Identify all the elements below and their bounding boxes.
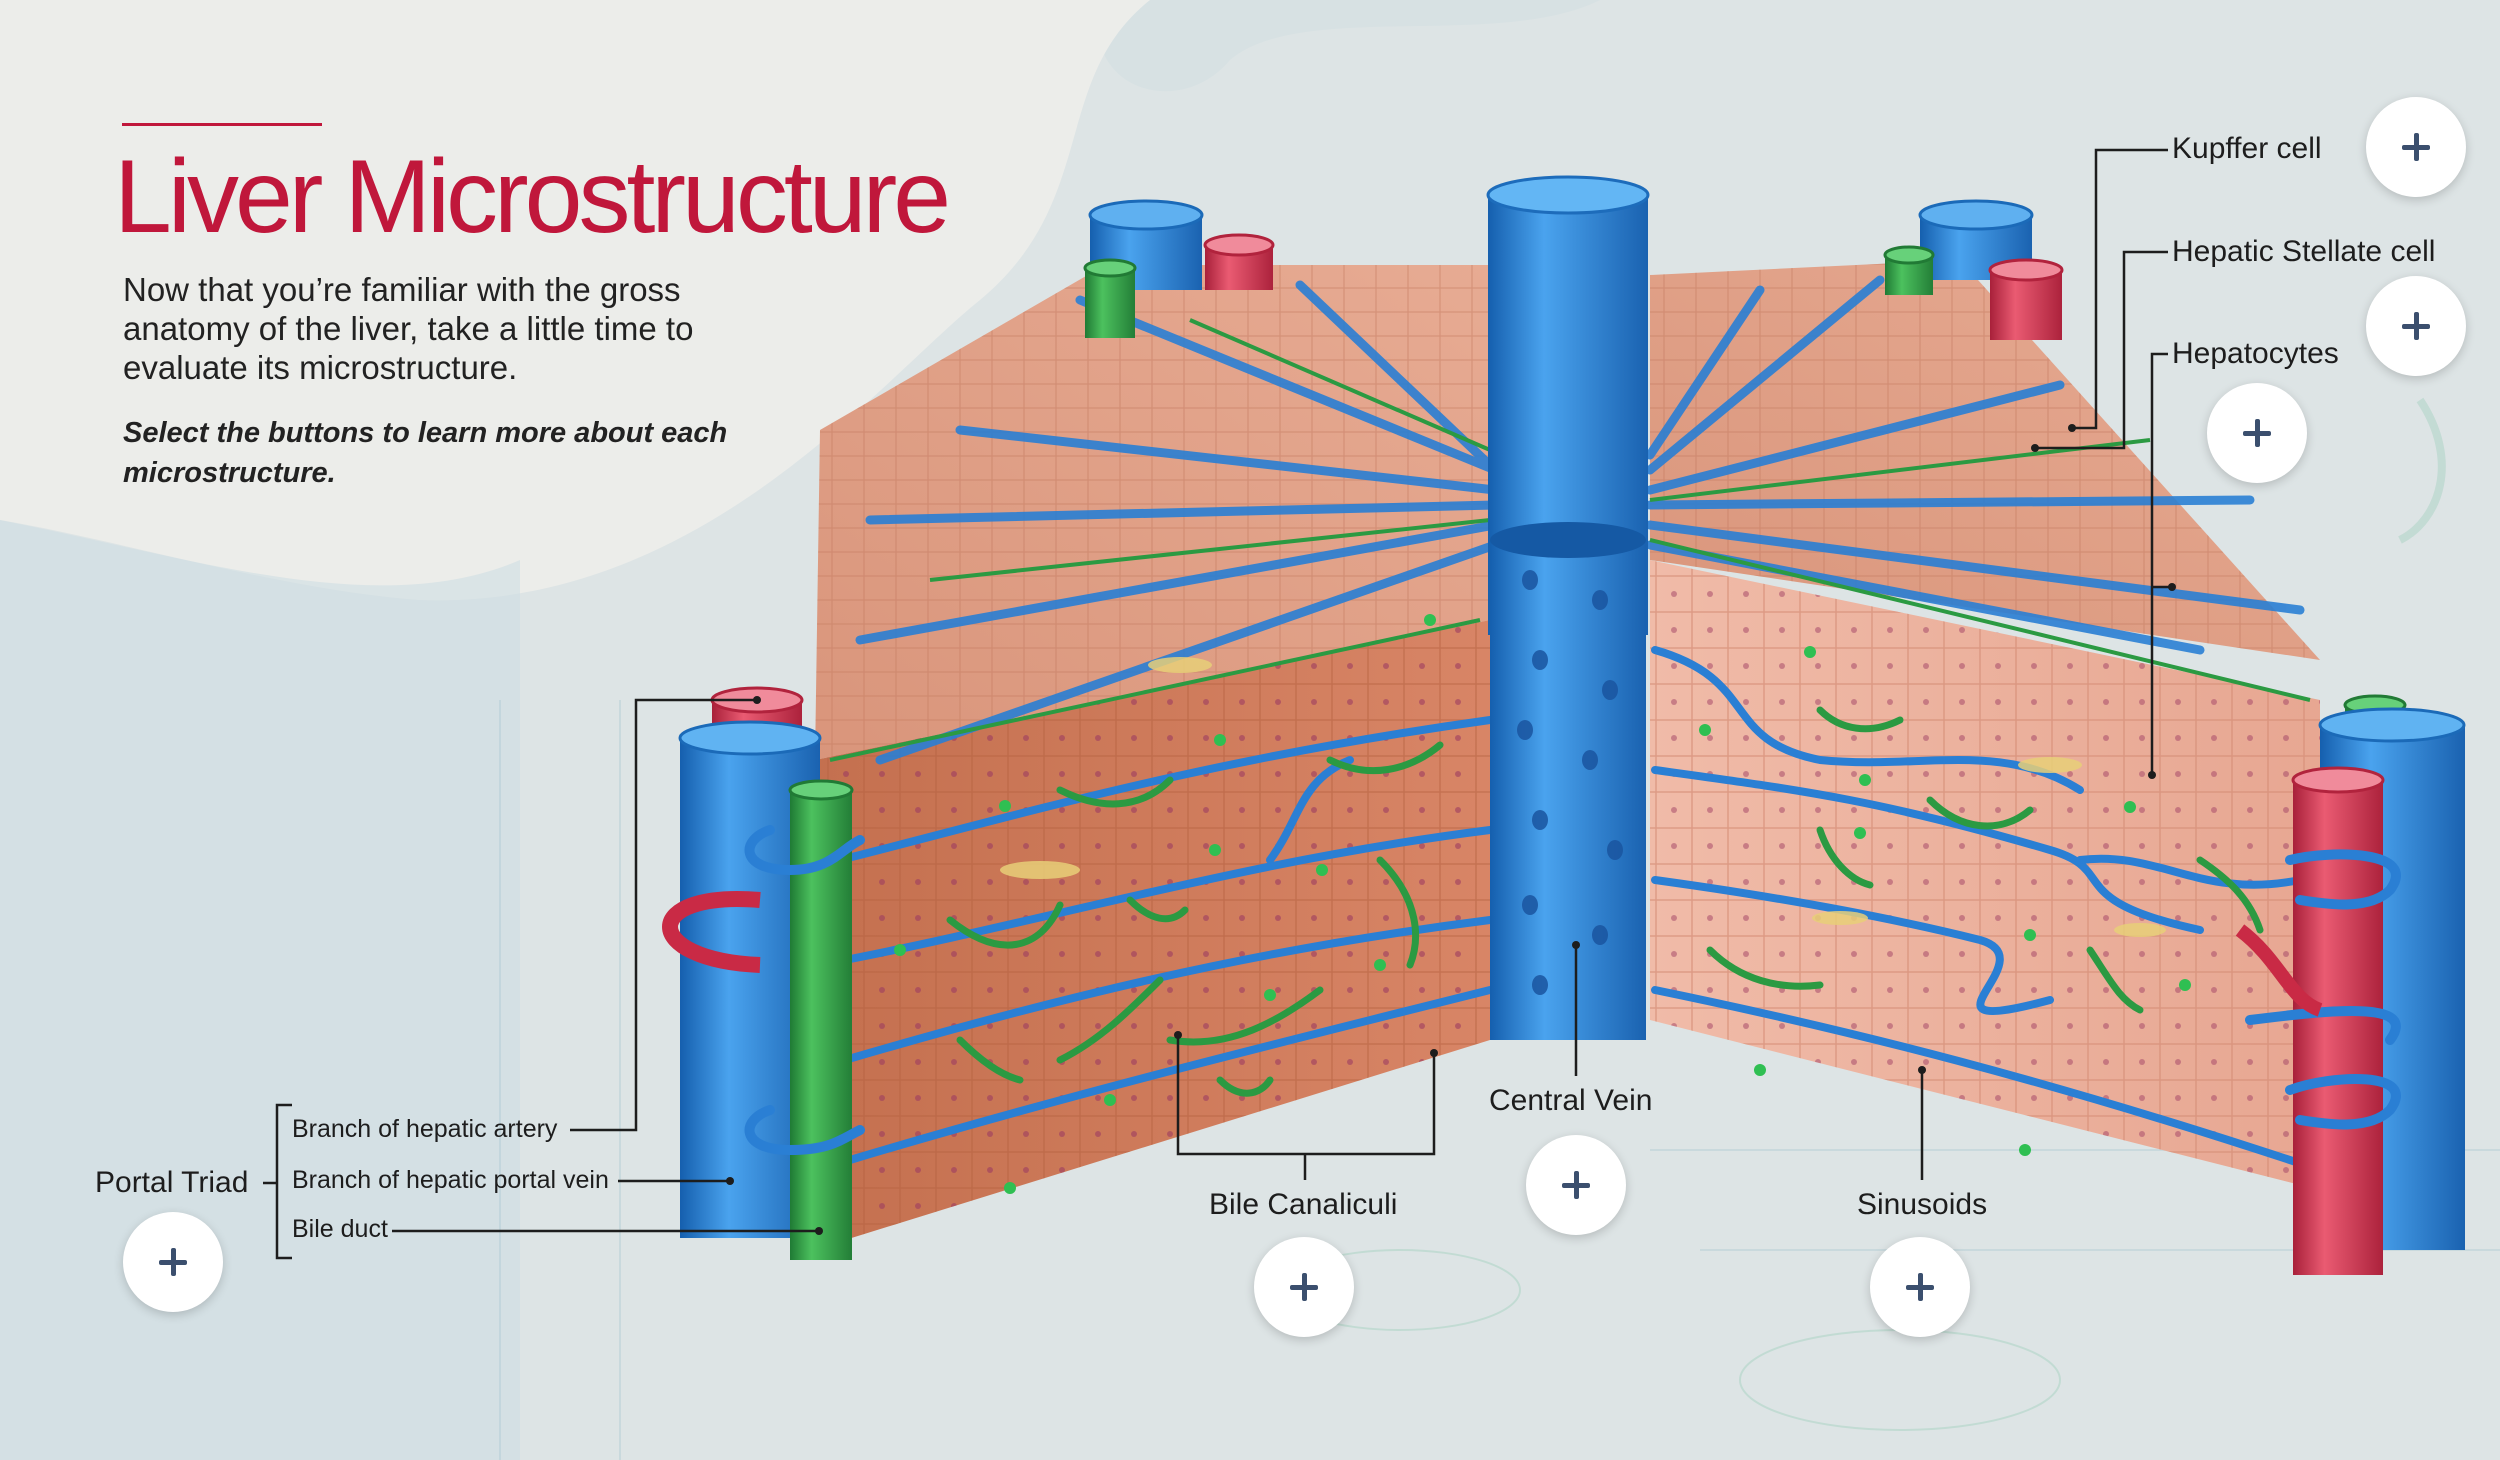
page-title: Liver Microstructure (114, 139, 951, 255)
hepatocytes-button[interactable] (2207, 383, 2307, 483)
bile-canaliculi-button[interactable] (1254, 1237, 1354, 1337)
plus-icon (1559, 1168, 1593, 1202)
label-central-vein: Central Vein (1489, 1084, 1653, 1117)
plus-icon (1903, 1270, 1937, 1304)
portal-triad-button[interactable] (123, 1212, 223, 1312)
sinusoids-button[interactable] (1870, 1237, 1970, 1337)
hepatic-stellate-cell-button[interactable] (2366, 276, 2466, 376)
plus-icon (156, 1245, 190, 1279)
label-bile-duct: Bile duct (292, 1215, 388, 1243)
intro-text: Now that you’re familiar with the gross … (123, 271, 694, 386)
label-branch-hepatic-portal-vein: Branch of hepatic portal vein (292, 1166, 609, 1194)
plus-icon (2240, 416, 2274, 450)
instruction-text: Select the buttons to learn more about e… (123, 417, 728, 489)
label-portal-triad: Portal Triad (95, 1166, 249, 1199)
label-sinusoids: Sinusoids (1857, 1188, 1988, 1221)
kupffer-cell-button[interactable] (2366, 97, 2466, 197)
label-kupffer-cell: Kupffer cell (2172, 132, 2322, 165)
central-vein-button[interactable] (1526, 1135, 1626, 1235)
plus-icon (2399, 309, 2433, 343)
label-hepatocytes: Hepatocytes (2172, 337, 2339, 370)
plus-icon (1287, 1270, 1321, 1304)
label-bile-canaliculi: Bile Canaliculi (1209, 1188, 1398, 1221)
label-branch-hepatic-artery: Branch of hepatic artery (292, 1115, 558, 1143)
title-accent-rule (122, 123, 322, 126)
label-hepatic-stellate-cell: Hepatic Stellate cell (2172, 235, 2436, 268)
plus-icon (2399, 130, 2433, 164)
